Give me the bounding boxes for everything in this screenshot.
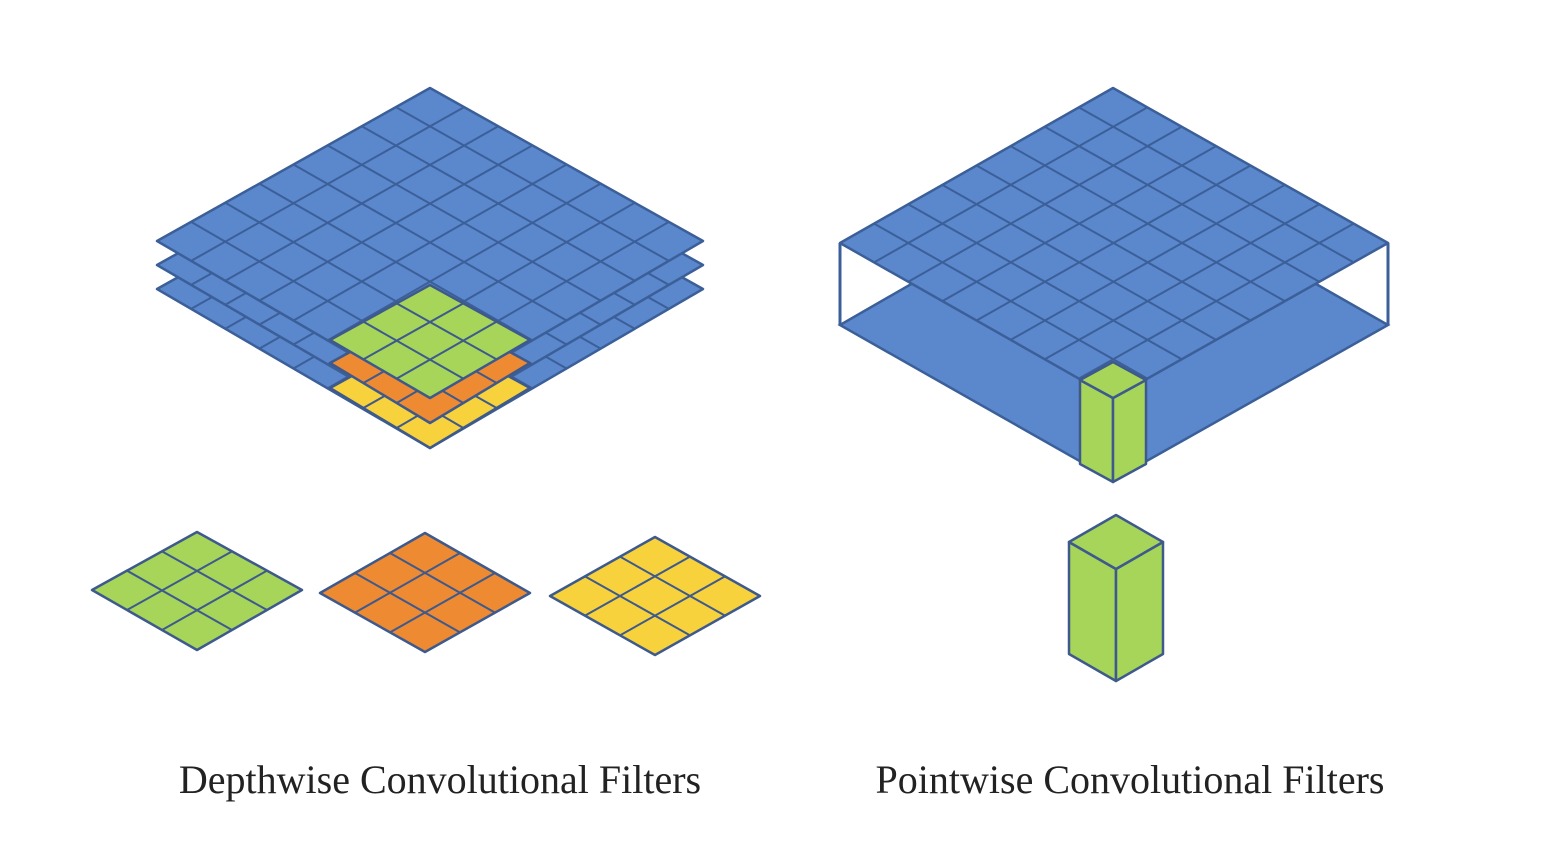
depthwise-filter-orange-line bbox=[354, 572, 461, 634]
depthwise-filter-green bbox=[90, 530, 304, 652]
stacked-filter-green-line bbox=[362, 320, 464, 380]
embedded-pointwise-column-top-face bbox=[1078, 360, 1148, 400]
depthwise-filter-yellow-line bbox=[619, 575, 726, 637]
volume-top-face-line bbox=[907, 203, 1183, 361]
stacked-filter-green-line bbox=[396, 302, 498, 361]
pointwise-caption: Pointwise Convolutional Filters bbox=[875, 757, 1385, 802]
depthwise-filter-orange bbox=[318, 531, 532, 654]
input-layer-1-line bbox=[327, 182, 602, 342]
volume-top-face-line bbox=[941, 184, 1217, 341]
depthwise-filter-yellow bbox=[548, 535, 762, 657]
input-layer-1-line bbox=[258, 182, 533, 342]
volume-top-face-line bbox=[976, 164, 1251, 322]
depthwise-filter-green-line bbox=[161, 550, 268, 611]
input-layer-1-line bbox=[293, 163, 567, 322]
volume-top-face-line bbox=[1010, 184, 1286, 341]
depthwise-filter-orange-line bbox=[389, 572, 496, 634]
depthwise-filter-green-line bbox=[126, 550, 233, 611]
stacked-filter-green-line bbox=[396, 320, 498, 380]
volume-top-face-line bbox=[1044, 203, 1320, 361]
depthwise-filter-yellow-line bbox=[619, 555, 726, 617]
stacked-filter-green-line bbox=[362, 302, 464, 361]
volume-top-face-line bbox=[1078, 222, 1355, 380]
depthwise-filter-orange-line bbox=[354, 552, 461, 614]
depthwise-filter-green-line bbox=[161, 569, 268, 631]
depthwise-filter-yellow-line bbox=[584, 555, 691, 617]
depthwise-filter-orange-line bbox=[389, 552, 496, 614]
depthwise-filter-green-line bbox=[126, 569, 233, 631]
volume-top-face-line bbox=[873, 222, 1148, 380]
depthwise-filter-yellow-line bbox=[584, 575, 691, 637]
pointwise-filter-top-face bbox=[1067, 513, 1165, 571]
depthwise-caption: Depthwise Convolutional Filters bbox=[178, 757, 702, 802]
